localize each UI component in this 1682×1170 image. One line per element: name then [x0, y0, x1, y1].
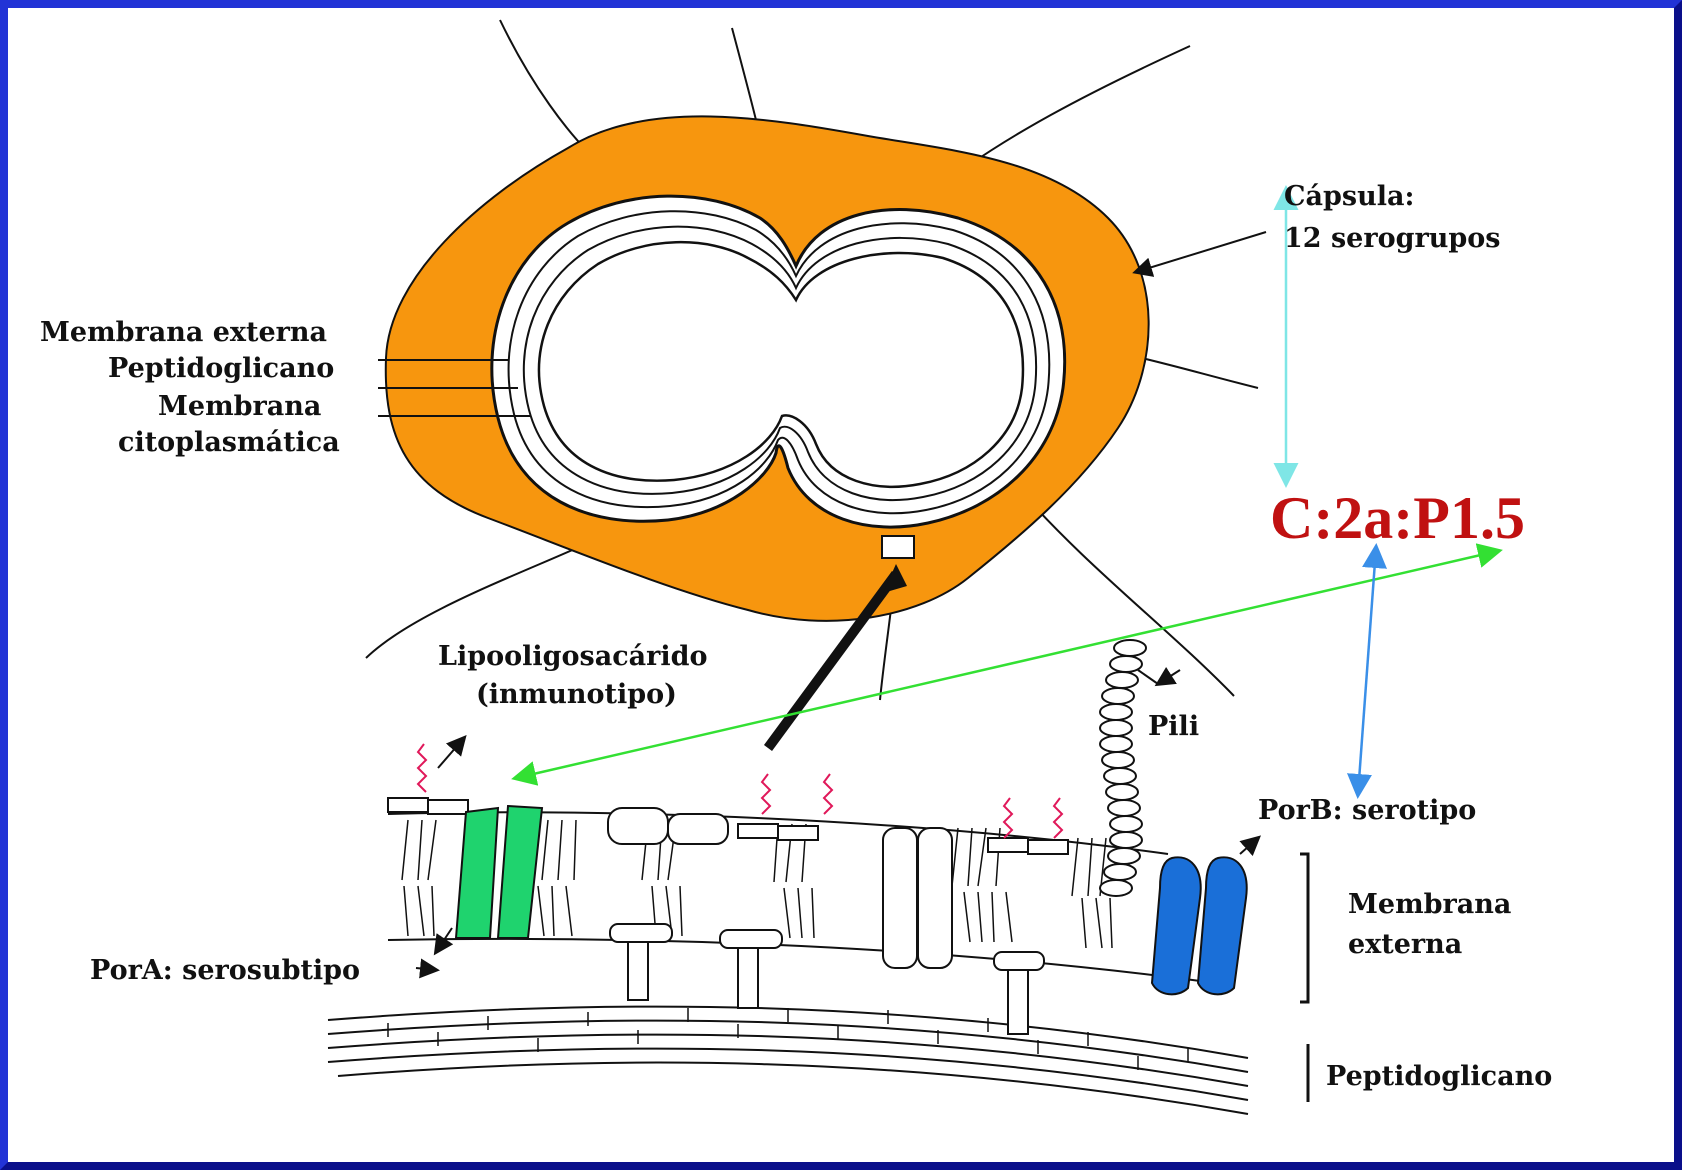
pora-protein: [456, 806, 542, 938]
membrana-externa-label: Membrana externa: [40, 316, 327, 350]
strain-formula: C:2a:P1.5: [1270, 484, 1525, 553]
peptidoglicano-label: Peptidoglicano: [108, 352, 334, 386]
bacterium-diagram: [8, 8, 1674, 1162]
porb-protein: [1152, 857, 1247, 994]
membrana-externa-2-line1: Membrana: [1348, 888, 1511, 922]
pora-label: PorA: serosubtipo: [90, 954, 360, 988]
membrana-externa-2-line2: externa: [1348, 928, 1462, 962]
capsule-label-line2: 12 serogrupos: [1284, 222, 1500, 256]
peptidoglicano-2-label: Peptidoglicano: [1326, 1060, 1552, 1094]
right-brackets: [1300, 854, 1308, 1102]
lipo-label-line2: (inmunotipo): [476, 678, 677, 712]
pilus: [1100, 640, 1146, 896]
capsule-pointer: [1136, 232, 1266, 272]
capsule-label-line1: Cápsula:: [1284, 180, 1414, 214]
zoom-box: [882, 536, 914, 558]
lipo-label-line1: Lipooligosacárido: [438, 640, 708, 674]
pili-label: Pili: [1148, 710, 1199, 744]
porb-label: PorB: serotipo: [1258, 794, 1476, 828]
peptidoglycan-layer: [328, 1007, 1248, 1114]
porb-to-code-arrow: [1358, 548, 1376, 794]
slide-canvas: Cápsula: 12 serogrupos Membrana externa …: [8, 8, 1674, 1162]
membrana-label: Membrana: [158, 390, 321, 424]
citoplasmatica-label: citoplasmática: [118, 426, 340, 460]
